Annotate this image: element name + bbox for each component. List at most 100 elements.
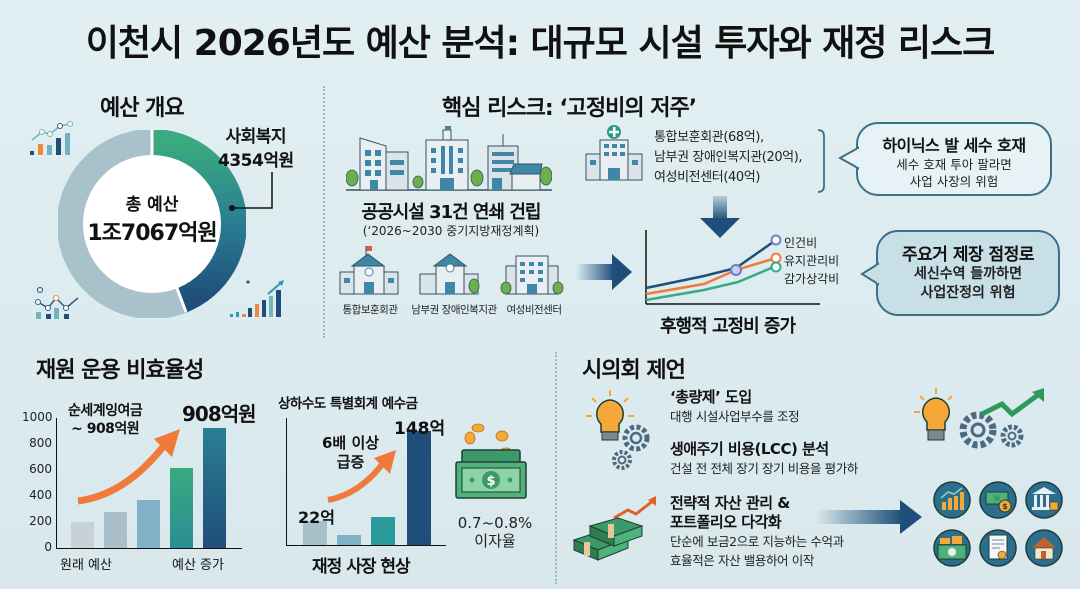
callout-leader-line [229,172,273,211]
bubble-title: 하이닉스 발 세수 호재 [882,136,1026,155]
chart1-plot-area [56,418,242,549]
legend-item-maintenance: 유지관리비 [784,254,840,268]
budget-overview-heading: 예산 개요 [100,96,185,121]
recommendation-item: 생애주기 비용(LCC) 분석 건설 전 전체 장기 장기 비용을 평가하 [670,440,858,478]
line-chart-decoration-icon [35,287,79,319]
recommendation-title: 포트폴리오 다각화 [670,513,782,531]
chart1-x-label-right: 예산 증가 [172,558,224,573]
down-arrow-icon [700,196,740,238]
bar [371,517,395,545]
bubble-line: 세신수역 들까하면 [914,266,1022,282]
section-divider [555,352,557,584]
bar [170,468,193,548]
bar [203,428,226,548]
bubble-line: 세수 호재 투아 팔라면 [896,157,1012,172]
facility-cost-item: 여성비전센터(40억) [654,170,761,185]
recommendation-title: 생애주기 비용(LCC) 분석 [670,440,829,458]
recommendation-title: 전략적 자산 관리 & [670,494,790,512]
interest-rate-value: 0.7~0.8% [457,514,533,532]
total-budget-value: 1조7067억원 [87,221,217,246]
facility-cost-item: 통합보훈회관(68억), [654,130,764,145]
growth-arrow-icon [77,429,180,505]
asset-icons-grid: $ [932,480,1072,574]
chart2-title: 상하수도 특별회계 예수금 [278,396,418,412]
bubble-line: 사업 사장의 위험 [909,174,999,189]
chart1-x-label-left: 원래 예산 [60,558,112,573]
bubble-title: 주요거 제장 점정로 [902,245,1034,265]
y-tick: 400 [29,488,52,502]
annotation-line: ~ 908억원 [71,421,140,437]
money-stack-growth-icon [572,496,656,561]
bar [407,431,431,545]
annotation-line: 6배 이상 [322,434,380,452]
bubble-line: 사업잔정의 위험 [920,285,1016,301]
page-title: 이천시 2026년도 예산 분석: 대규모 시설 투자와 재정 리스크 [85,23,996,64]
cash-coin-icon: $ [979,481,1017,519]
chart1-peak-label: 908억원 [182,402,257,426]
surge-arrow-icon [327,450,396,503]
y-tick: 600 [29,462,52,476]
growth-chart-decoration-icon [230,280,284,317]
total-budget-label: 총 예산 [125,195,179,215]
growth-chart-icon [933,481,971,519]
bar [137,500,160,548]
interest-rate: 0.7~0.8% 이자율 [450,514,540,550]
facilities-headline: 공공시설 31건 연쇄 건립 [361,202,542,223]
building-label: 통합보훈회관 [342,304,398,316]
chart2-plot-area [286,418,446,546]
bar [104,512,127,548]
chart2-caption: 재정 사장 현상 [312,557,411,577]
recommendation-desc: 효율적은 자산 밸용하어 이작 [670,553,814,568]
building-label: 여성비전센터 [506,304,562,316]
y-tick: 1000 [22,410,53,424]
recommendations-heading: 시의회 제언 [582,358,686,383]
bank-icon [1025,481,1063,519]
line-chart-caption: 후행적 고정비 증가 [660,316,796,337]
svg-text:$: $ [486,474,495,489]
chart2-low-label: 22억 [298,508,335,527]
recommendation-item: 전략적 자산 관리 & 포트폴리오 다각화 단순에 보금2으로 지능하는 수억과… [670,494,844,570]
speech-bubble-revenue: 주요거 제장 점정로 세신수역 들까하면 사업잔정의 위험 [876,230,1060,316]
legend-item-depreciation: 감가상각비 [784,272,840,286]
annotation-line: 급증 [336,453,365,471]
bubble-tail [838,146,860,170]
bar [303,521,327,545]
recommendation-title: ‘총량제’ 도입 [670,388,752,406]
recommendation-desc: 대행 시설사업부수를 조정 [670,409,800,424]
y-tick: 800 [29,436,52,450]
certificate-document-icon [979,529,1017,567]
fixed-cost-line-chart [645,230,820,305]
veterans-hall-icon [339,246,399,295]
surge-annotation: 6배 이상 급증 [322,434,379,472]
chart-decoration-icon [30,121,73,155]
recommendation-item: ‘총량제’ 도입 대행 시설사업부수를 조정 [670,388,800,426]
city-buildings-icon [346,126,552,191]
inefficiency-heading: 재원 운용 비효율성 [36,358,204,383]
bar [337,535,361,545]
facility-cost-list: 통합보훈회관(68억), 남부권 장애인복지관(20억), 여성비전센터(40억… [654,128,803,188]
lightbulb-gears-icon [586,390,650,470]
surplus-annotation: 순세계잉여금 ~ 908억원 [68,402,143,438]
welfare-callout: 사회복지 4354억원 [218,125,294,173]
facilities-plan-note: (‘2026~2030 중기지방재정계획) [362,224,540,238]
bar [71,522,94,548]
core-risk-heading: 핵심 리스크: ‘고정비의 저주’ [442,96,697,121]
recommendation-desc: 단순에 보금2으로 지능하는 수억과 [670,534,844,549]
interest-rate-label: 이자율 [474,532,516,550]
legend-item-labor: 인건비 [784,236,818,250]
svg-text:$: $ [1002,502,1008,511]
welfare-center-icon [419,253,480,295]
womens-center-icon [500,255,564,295]
y-tick: 200 [29,514,52,528]
hospital-icon [585,125,643,181]
line-chart-legend: 인건비 유지관리비 감가상각비 [784,234,839,288]
speech-bubble-hynix: 하이닉스 발 세수 호재 세수 호재 투아 팔라면 사업 사장의 위험 [856,122,1052,196]
building-label: 남부권 장애인복지관 [411,304,497,316]
house-property-icon [1025,529,1063,567]
recommendation-desc: 건설 전 전체 장기 장기 비용을 평가하 [670,461,858,476]
right-arrow-icon [816,500,922,534]
money-stack-icon [933,529,971,567]
welfare-label: 사회복지 [225,127,287,147]
y-tick: 0 [44,540,52,554]
annotation-line: 순세계잉여금 [68,403,143,419]
